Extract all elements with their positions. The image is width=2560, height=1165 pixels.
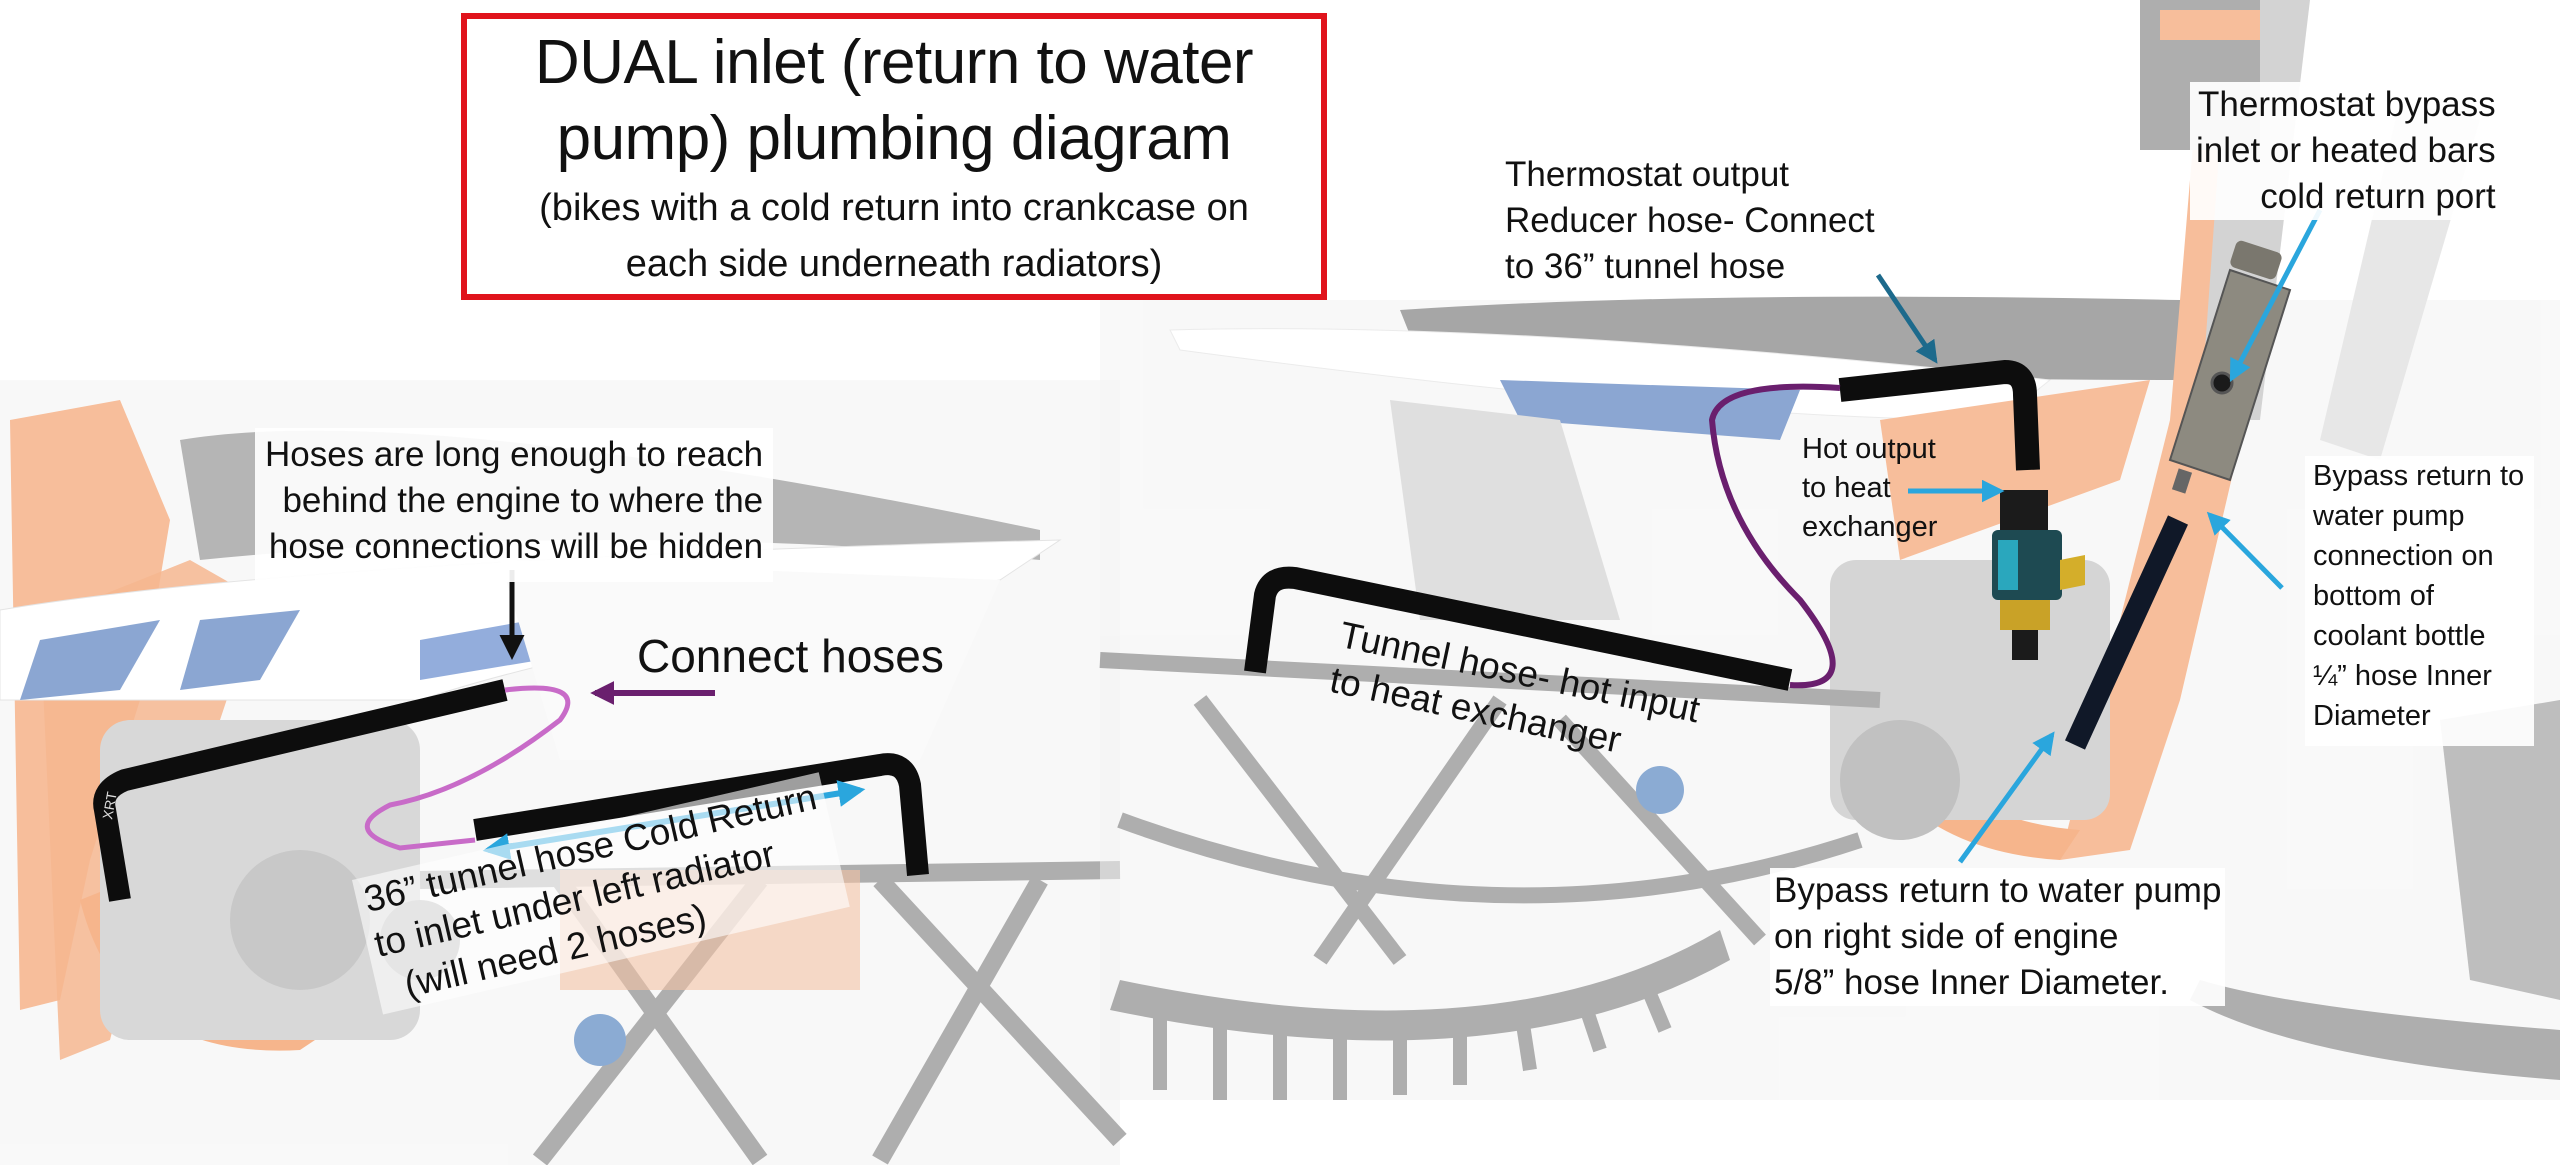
subtitle-line-1: (bikes with a cold return into crankcase… [539, 186, 1249, 229]
bypass-bottle-line: water pump [2313, 500, 2465, 532]
reducer-hose-arrow [1875, 273, 1938, 364]
thermostat-bypass-line: inlet or heated bars [2196, 131, 2496, 170]
connect-hoses-label: Connect hoses [637, 630, 944, 682]
hose-brand-mark: XRT [99, 790, 120, 821]
left-long-hose: XRT [93, 679, 508, 902]
bypass-engine-line: Bypass return to water pump [1774, 871, 2222, 910]
bypass-bottle-line: ¼” hose Inner [2313, 660, 2492, 692]
bypass-bottle-line: Bypass return to [2313, 460, 2525, 492]
engine-bypass-arrow [1957, 731, 2055, 864]
hoses-note-line: behind the engine to where the [282, 481, 764, 520]
bypass-engine-line: 5/8” hose Inner Diameter. [1774, 963, 2169, 1002]
hot-output-label: Hot output to heat exchanger [1802, 430, 1937, 547]
thermostat-output-label: Thermostat output Reducer hose- Connect … [1505, 152, 1875, 290]
connector-loop-pink [365, 685, 571, 851]
thermostat-housing [1992, 490, 2085, 660]
bypass-bottle-line: bottom of [2313, 580, 2434, 612]
hoses-note-line: Hoses are long enough to reach [265, 435, 764, 474]
thermostat-output-line: to 36” tunnel hose [1505, 247, 1786, 286]
title-line-1: DUAL inlet (return to water [534, 27, 1254, 97]
bypass-hose [2064, 515, 2189, 750]
bypass-bottle-line: coolant bottle [2313, 620, 2486, 652]
hot-output-line: to heat [1802, 472, 1891, 504]
hot-output-line: Hot output [1802, 433, 1936, 465]
bypass-inlet-arrow [2229, 208, 2323, 382]
thermostat-output-line: Reducer hose- Connect [1505, 201, 1875, 240]
title-line-2: pump) plumbing diagram [556, 103, 1232, 173]
thermostat-bypass-line: cold return port [2260, 177, 2496, 216]
hot-output-line: exchanger [1802, 511, 1938, 543]
bypass-bottle-line: Diameter [2313, 700, 2431, 732]
connector-loop-purple [1708, 383, 1841, 689]
hoses-note-line: hose connections will be hidden [268, 527, 764, 566]
bypass-engine-line: on right side of engine [1774, 917, 2119, 956]
bottle-bypass-arrow [2206, 511, 2284, 590]
bypass-bottle-line: connection on [2313, 540, 2494, 572]
bypass-engine-label: Bypass return to water pump on right sid… [1770, 868, 2226, 1006]
thermostat-output-line: Thermostat output [1505, 155, 1790, 194]
reducer-hose [1838, 359, 2040, 471]
thermostat-bypass-label: Thermostat bypass inlet or heated bars c… [2190, 82, 2502, 220]
left-tunnel-hose [473, 753, 929, 876]
tunnel-hot-hose [1244, 566, 1793, 691]
subtitle-line-2: each side underneath radiators) [625, 242, 1163, 285]
title-box: DUAL inlet (return to water pump) plumbi… [461, 13, 1327, 300]
thermostat-bypass-line: Thermostat bypass [2198, 85, 2496, 124]
bypass-bottle-label: Bypass return to water pump connection o… [2305, 456, 2535, 746]
hoses-note-label: Hoses are long enough to reach behind th… [255, 428, 774, 582]
